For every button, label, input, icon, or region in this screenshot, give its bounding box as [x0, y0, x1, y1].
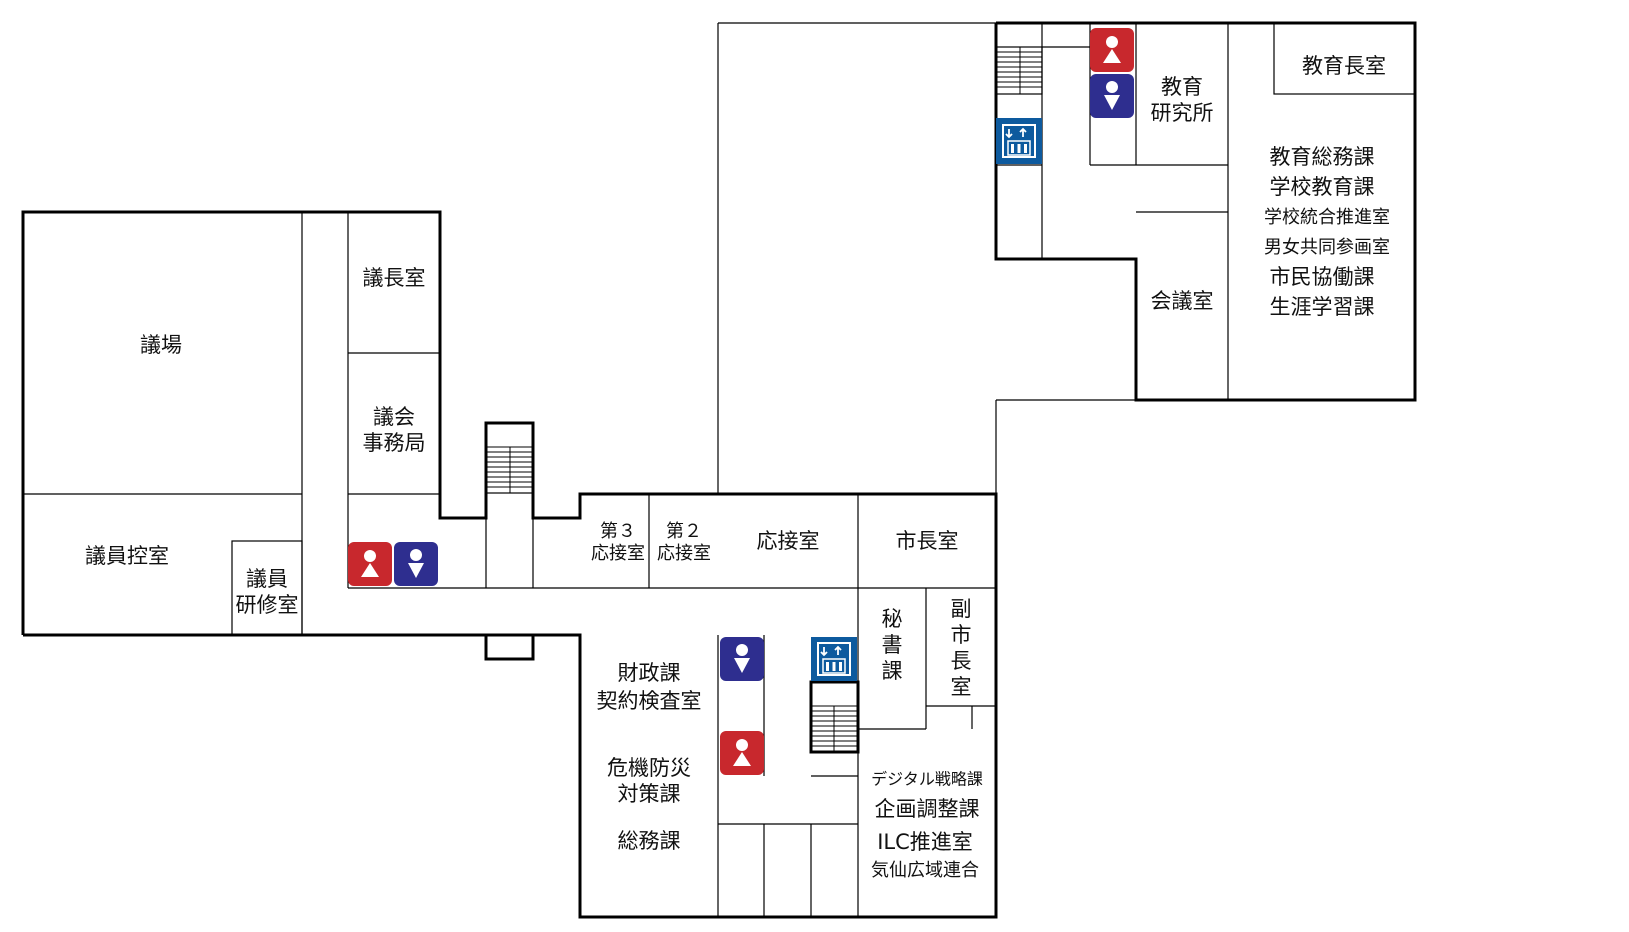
room-fukushicho-4: 室: [951, 675, 972, 699]
womens-restroom-icon: [348, 542, 392, 586]
room-dai3-line2: 応接室: [591, 543, 645, 564]
building-walls: [21, 21, 1417, 919]
room-gikai-jimukyoku-line1: 議会: [373, 405, 415, 429]
room-fukushicho-1: 副: [951, 597, 972, 621]
room-zaiseika-line1: 財政課: [618, 661, 681, 685]
room-osetsushitsu: 応接室: [757, 529, 820, 553]
mens-restroom-icon: [394, 542, 438, 586]
room-kyoiku-kenkyujo-line2: 研究所: [1151, 101, 1214, 125]
stairs-icon: [809, 680, 860, 754]
womens-restroom-icon: [720, 731, 764, 775]
room-hishoka-3: 課: [882, 659, 903, 683]
room-zaiseika-line2: 契約検査室: [597, 689, 702, 713]
room-giin-kenshushitsu-line1: 議員: [246, 567, 288, 591]
room-gichoshitsu: 議長室: [363, 266, 426, 290]
room-danjo-kyodo: 男女共同参画室: [1264, 237, 1390, 258]
room-kyoikuchoshitsu: 教育長室: [1302, 54, 1386, 78]
room-kaigishitsu: 会議室: [1151, 289, 1214, 313]
room-kikibosai-line2: 対策課: [618, 782, 681, 806]
room-somuka: 総務課: [618, 829, 681, 853]
room-giin-hikaeshitsu: 議員控室: [85, 544, 169, 568]
room-kyoiku-kenkyujo-line1: 教育: [1161, 75, 1203, 99]
room-shogai-gakushu: 生涯学習課: [1270, 295, 1375, 319]
room-kikibosai-line1: 危機防災: [607, 756, 691, 780]
room-digital-senryaku: デジタル戦略課: [871, 770, 983, 789]
room-gikai-jimukyoku-line2: 事務局: [363, 431, 426, 455]
elevator-icon: [811, 637, 857, 681]
room-kyoiku-somu: 教育総務課: [1270, 145, 1375, 169]
room-hishoka-1: 秘: [882, 607, 903, 631]
room-fukushicho-2: 市: [951, 623, 972, 647]
room-shimin-kyodo: 市民協働課: [1270, 265, 1375, 289]
room-gijo: 議場: [140, 333, 182, 357]
room-dai2-line2: 応接室: [657, 543, 711, 564]
room-hishoka-2: 書: [882, 633, 903, 657]
room-dai3-line1: 第３: [600, 521, 636, 542]
room-giin-kenshushitsu-line2: 研修室: [236, 593, 299, 617]
room-gakko-togo: 学校統合推進室: [1264, 207, 1390, 228]
room-kesen: 気仙広域連合: [871, 860, 979, 881]
room-ilc: ILC推進室: [877, 830, 973, 854]
stairs-icon: [485, 422, 534, 494]
elevator-icon: [996, 118, 1042, 164]
room-kikaku-chosei: 企画調整課: [875, 797, 980, 821]
room-labels: 議場 議員控室 議員 研修室 議長室 議会 事務局 第３ 応接室 第２ 応接室 …: [85, 54, 1390, 881]
mens-restroom-icon: [1090, 74, 1134, 118]
room-dai2-line1: 第２: [666, 521, 702, 542]
mens-restroom-icon: [720, 637, 764, 681]
room-shichoshitsu: 市長室: [896, 529, 959, 553]
womens-restroom-icon: [1090, 28, 1134, 72]
stairs-icon: [995, 46, 1043, 95]
room-gakko-kyoiku: 学校教育課: [1270, 175, 1375, 199]
room-fukushicho-3: 長: [951, 649, 972, 673]
